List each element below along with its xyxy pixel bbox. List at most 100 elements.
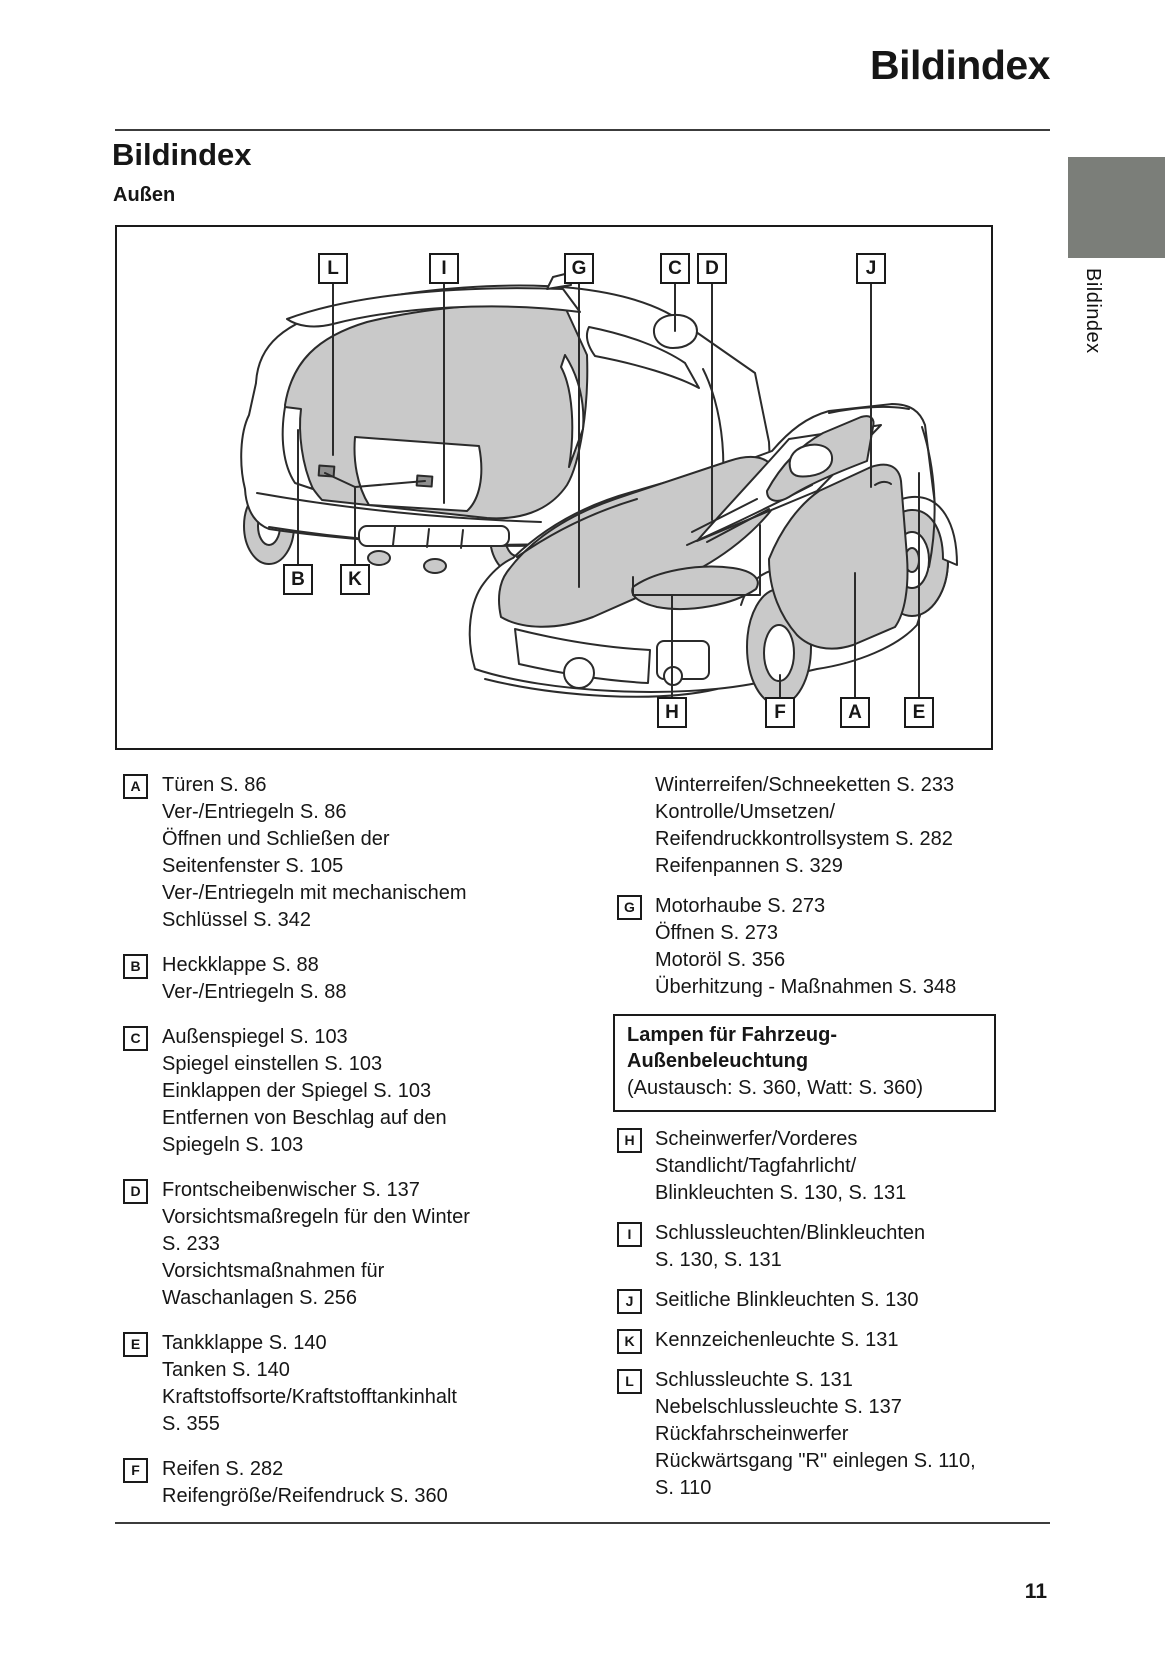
leader-lines <box>297 283 920 698</box>
diagram-callout-A: A <box>840 697 870 728</box>
legend-text-line: S. 110 <box>655 1477 712 1499</box>
diagram-callout-C: C <box>660 253 690 284</box>
legend-text-line: Rückfahrscheinwerfer <box>655 1423 849 1445</box>
legend-text-line: Entfernen von Beschlag auf den <box>162 1107 447 1129</box>
bottom-rule <box>115 1522 1050 1524</box>
legend-text-line: Überhitzung - Maßnahmen S. 348 <box>655 976 957 998</box>
exterior-lamps-box: Lampen für Fahrzeug- Außenbeleuchtung (Aus… <box>613 1014 996 1112</box>
license-plate-recess <box>353 436 483 512</box>
legend-text-line: Türen S. 86 <box>162 774 267 796</box>
section-title: Bildindex <box>112 137 252 172</box>
legend-text-line: Reifendruckkontrollsystem S. 282 <box>655 828 953 850</box>
diagram-callout-E: E <box>904 697 934 728</box>
legend-text-line: Öffnen S. 273 <box>655 922 779 944</box>
diagram-callout-K: K <box>340 564 370 595</box>
rear-right-taillight <box>560 354 585 468</box>
exterior-lamps-subtitle: (Austausch: S. 360, Watt: S. 360) <box>627 1077 924 1099</box>
rear-spoiler <box>286 287 581 328</box>
legend-text-line: Kennzeichenleuchte S. 131 <box>655 1329 899 1351</box>
legend-letter-box-I: I <box>617 1222 642 1247</box>
legend-text-line: Schlüssel S. 342 <box>162 909 311 931</box>
legend-text-line: Motoröl S. 356 <box>655 949 786 971</box>
hood-shaded <box>498 455 782 628</box>
legend-text-line: S. 130, S. 131 <box>655 1249 782 1271</box>
legend-text-line: Motorhaube S. 273 <box>655 895 826 917</box>
exhaust-tip-right <box>423 558 447 574</box>
diagram-callout-F: F <box>765 697 795 728</box>
top-rule <box>115 129 1050 131</box>
legend-letter-box-D: D <box>123 1179 148 1204</box>
legend-text-line: Blinkleuchten S. 130, S. 131 <box>655 1182 907 1204</box>
car-line-art <box>240 272 958 706</box>
legend-text-line: Reifenpannen S. 329 <box>655 855 843 877</box>
front-badge <box>563 657 595 689</box>
legend-text-line: Spiegel einstellen S. 103 <box>162 1053 383 1075</box>
legend-item-B: B Heckklappe S. 88 Ver-/Entriegeln S. 88 <box>113 952 601 1006</box>
legend-text-line: Schlussleuchte S. 131 <box>655 1369 853 1391</box>
front-grille <box>514 628 651 684</box>
legend-text-line: Standlicht/Tagfahrlicht/ <box>655 1155 857 1177</box>
legend-text-line: Tankklappe S. 140 <box>162 1332 327 1354</box>
legend-letter-box-L: L <box>617 1369 642 1394</box>
fender-crease <box>516 498 638 558</box>
legend-text-line: S. 233 <box>162 1233 220 1255</box>
fog-lamp-recess <box>656 640 710 680</box>
rear-car-side-window <box>586 326 700 389</box>
legend-letter-box-H: H <box>617 1128 642 1153</box>
legend-text-line: Reifengröße/Reifendruck S. 360 <box>162 1485 448 1507</box>
rear-quarter-line <box>921 426 936 568</box>
legend-text-line: Spiegeln S. 103 <box>162 1134 304 1156</box>
front-splitter <box>484 678 718 698</box>
legend-text-line: Ver-/Entriegeln S. 86 <box>162 801 347 823</box>
door-handle <box>874 480 892 486</box>
license-lamp-left <box>317 464 336 478</box>
legend-text-line: Öffnen und Schließen der <box>162 828 390 850</box>
front-car-mirror <box>788 443 834 478</box>
legend-letter-box-C: C <box>123 1026 148 1051</box>
rear-diffuser <box>358 525 510 547</box>
legend-text-line: Seitenfenster S. 105 <box>162 855 344 877</box>
legend-letter-box-B: B <box>123 954 148 979</box>
legend-text-line: Kraftstoffsorte/Kraftstofftankinhalt <box>162 1386 457 1408</box>
diagram-callout-I: I <box>429 253 459 284</box>
legend-text-line: Ver-/Entriegeln mit mechanischem <box>162 882 467 904</box>
legend-text-line: Vorsichtsmaßnahmen für <box>162 1260 385 1282</box>
diagram-callout-D: D <box>697 253 727 284</box>
diagram-callout-J: J <box>856 253 886 284</box>
legend-text-line: Waschanlagen S. 256 <box>162 1287 357 1309</box>
diagram-callout-L: L <box>318 253 348 284</box>
diagram-callout-B: B <box>283 564 313 595</box>
legend-text-line: S. 355 <box>162 1413 220 1435</box>
subsection-title: Außen <box>113 184 176 206</box>
door-shaded <box>768 463 909 650</box>
diagram-callout-H: H <box>657 697 687 728</box>
exterior-lamps-title-line: Außenbeleuchtung <box>627 1050 809 1072</box>
legend-text-line: Tanken S. 140 <box>162 1359 290 1381</box>
page-number: 11 <box>1024 1580 1047 1603</box>
exterior-lamps-title-line: Lampen für Fahrzeug- <box>627 1024 838 1046</box>
rear-bumper-crease <box>256 492 542 523</box>
legend-text-line: Scheinwerfer/Vorderes <box>655 1128 858 1150</box>
headlight-shaded <box>631 565 759 610</box>
legend-text-line: Einklappen der Spiegel S. 103 <box>162 1080 432 1102</box>
legend-text-line: Heckklappe S. 88 <box>162 954 319 976</box>
chapter-tab-label: Bildindex <box>1082 268 1104 354</box>
legend-text-line: Rückwärtsgang "R" einlegen S. 110, <box>655 1450 976 1472</box>
legend-text-line: Kontrolle/Umsetzen/ <box>655 801 836 823</box>
legend-text-line: Nebelschlussleuchte S. 137 <box>655 1396 902 1418</box>
legend-text-line: Ver-/Entriegeln S. 88 <box>162 981 347 1003</box>
legend-text-line: Vorsichtsmaßregeln für den Winter <box>162 1206 470 1228</box>
